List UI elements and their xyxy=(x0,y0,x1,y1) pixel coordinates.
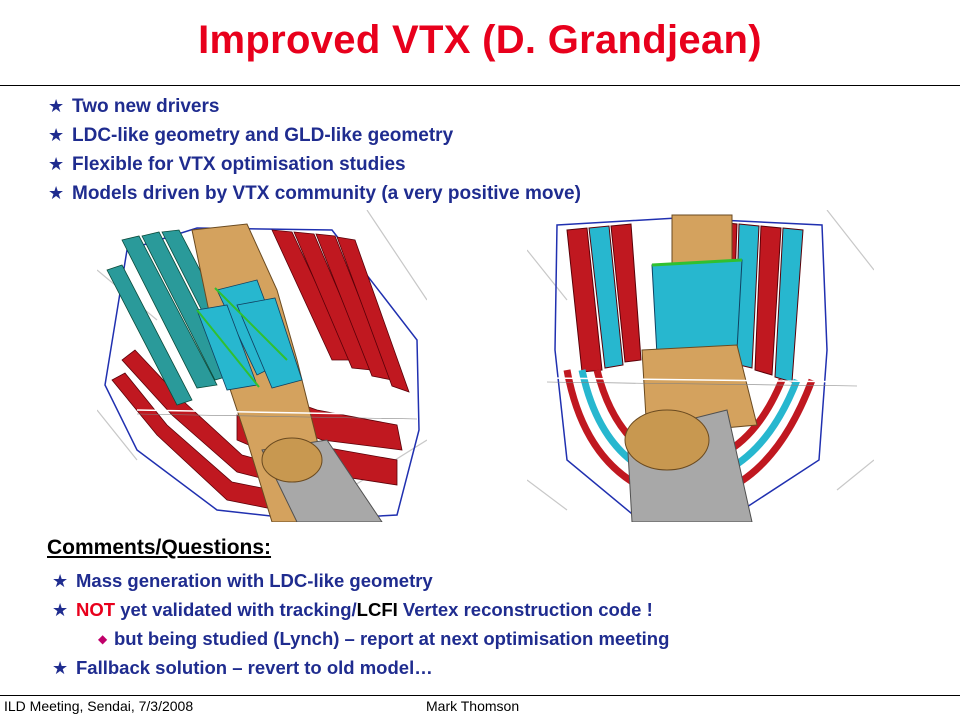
top-divider xyxy=(0,85,960,86)
star-icon: ★ xyxy=(52,571,69,591)
comment-text: yet validated with tracking/ xyxy=(115,599,357,620)
star-icon: ★ xyxy=(48,125,65,145)
star-icon: ★ xyxy=(48,183,65,203)
bullet-text: Two new drivers xyxy=(72,96,220,117)
comment-text: Fallback solution – revert to old model… xyxy=(76,657,433,678)
comments-list: ★Mass generation with LDC-like geometry … xyxy=(52,566,669,682)
comment-item: ★ Mass generation with LDC-like geometry xyxy=(52,566,669,595)
comments-heading: Comments/Questions: xyxy=(47,536,272,559)
comment-item: ★ Fallback solution – revert to old model… xyxy=(52,653,669,682)
comment-item: ★ NOT yet validated with tracking/LCFI Ve… xyxy=(52,595,669,624)
slide-title: Improved VTX (D. Grandjean) xyxy=(198,18,762,62)
diamond-icon: ◆ xyxy=(98,632,108,646)
bullet-item: ★ Flexible for VTX optimisation studies xyxy=(48,150,581,179)
bullet-text: LDC-like geometry and GLD-like geometry xyxy=(72,125,454,146)
star-icon: ★ xyxy=(48,154,65,174)
star-icon: ★ xyxy=(52,600,69,620)
bullet-list: ★ Two new drivers ★ LDC-like geometry and … xyxy=(48,92,581,208)
star-icon: ★ xyxy=(48,96,65,116)
star-icon: ★ xyxy=(52,658,69,678)
comment-subitem: ◆ but being studied (Lynch) – report at n… xyxy=(52,624,669,653)
bottom-divider xyxy=(0,695,960,696)
bullet-item: ★ LDC-like geometry and GLD-like geometry xyxy=(48,121,581,150)
bullet-item: ★ Models driven by VTX community (a very … xyxy=(48,179,581,208)
not-emphasis: NOT xyxy=(76,599,116,620)
comment-text: Mass generation with LDC-like geometry xyxy=(76,570,433,591)
comment-text: Vertex reconstruction code ! xyxy=(397,599,653,620)
footer-author: Mark Thomson xyxy=(426,698,520,714)
comment-text: but being studied (Lynch) – report at ne… xyxy=(114,628,670,649)
ldc-geometry-image xyxy=(97,210,427,522)
gld-geometry-image xyxy=(527,210,874,522)
bullet-text: Flexible for VTX optimisation studies xyxy=(72,154,406,175)
bullet-text: Models driven by VTX community (a very p… xyxy=(72,183,581,204)
lcfi-highlight: LCFI xyxy=(356,599,398,620)
bullet-item: ★ Two new drivers xyxy=(48,92,581,121)
footer-meeting: ILD Meeting, Sendai, 7/3/2008 xyxy=(4,698,194,714)
